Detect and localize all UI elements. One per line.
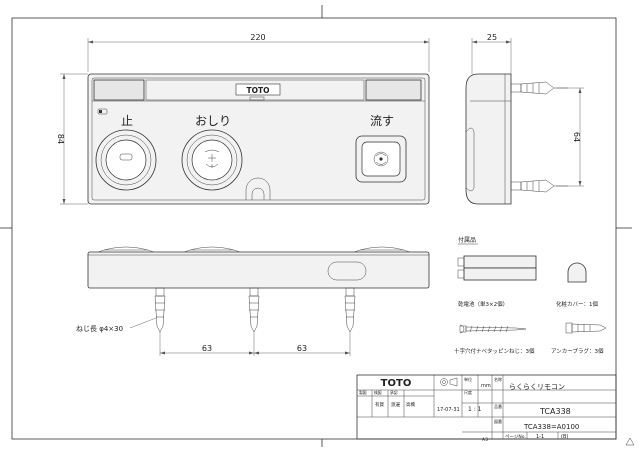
stop-label: 止 (121, 114, 133, 128)
side-view: 25 64 (465, 33, 584, 205)
bottom-notch (245, 177, 271, 200)
role-checker: 検図 (374, 390, 382, 395)
top-tab-left (93, 79, 145, 101)
flush-label: 流す (370, 114, 394, 128)
screw-spec-label: ねじ長 φ4×30 (76, 325, 123, 333)
stop-button[interactable] (95, 129, 157, 191)
accessories-title: 付属品 (458, 236, 476, 244)
checker-name: 渡邊 (391, 401, 400, 408)
part-number-label: 品番 (494, 403, 502, 409)
corner-triangle-mark (625, 437, 635, 446)
battery-accessory-label: 乾電池（単3×2個） (458, 300, 508, 308)
width-dimension: 220 (250, 33, 265, 42)
drafter-name: 有賀 (375, 401, 384, 408)
battery-icon (97, 108, 108, 115)
title-block-logo: TOTO (381, 378, 412, 389)
bottom-anchor-right (344, 287, 356, 333)
unit-value: mm (481, 383, 491, 389)
stop-icon (119, 153, 133, 161)
pitch-left-dimension: 63 (202, 344, 212, 353)
cover-cap-illustration (567, 262, 587, 283)
title-block: TOTO 単位 mm 尺度 1 : 1 17-07-31 製図 検図 承認 有賀… (356, 374, 617, 443)
cover-accessory-label: 化粧カバー：1個 (556, 300, 598, 308)
brand-logo-plate (235, 83, 281, 96)
anchor-spacing-dimension: 64 (572, 132, 581, 142)
revision-label: (B) (561, 434, 568, 440)
depth-dimension: 25 (487, 33, 497, 42)
drawing-border (11, 17, 617, 440)
front-view: 220 84 TOTO 止 おしり 流す (56, 33, 430, 205)
oshiri-icon (204, 149, 220, 168)
pitch-right-dimension: 63 (297, 344, 307, 353)
oshiri-button[interactable] (181, 129, 243, 191)
oshiri-label: おしり (195, 114, 231, 128)
page-number-label: ページNo. (505, 434, 526, 440)
name-label: 名称 (494, 376, 502, 382)
drawing-number: TCA338=A0100 (523, 423, 579, 431)
top-tab-right (365, 79, 422, 101)
bottom-anchor-left (154, 287, 166, 333)
remote-body-bottom (87, 251, 430, 289)
bottom-anchor-middle (248, 287, 260, 333)
battery-slot (327, 261, 367, 281)
height-dimension: 84 (56, 134, 65, 144)
flush-button[interactable] (355, 135, 407, 183)
scale-value: 1 : 1 (468, 406, 482, 413)
role-drafter: 製図 (359, 390, 367, 395)
side-button-bulge (465, 127, 475, 192)
role-approver: 承認 (390, 390, 398, 395)
product-name: らくらくリモコン (509, 383, 565, 391)
unit-label: 単位 (464, 376, 472, 382)
projection-symbol-icon (440, 377, 458, 387)
accessories-section: 付属品 乾電池（単3×2個） 化粧カバー：1個 十字穴付ナベタッピンねじ：3個 … (454, 236, 607, 355)
tapping-screw-accessory-label: 十字穴付ナベタッピンねじ：3個 (454, 347, 535, 355)
remote-body-front (87, 73, 430, 205)
drawing-date: 17-07-31 (437, 407, 460, 413)
part-number: TCA338 (539, 407, 571, 416)
bottom-view: ねじ長 φ4×30 63 63 (76, 246, 430, 356)
scale-label: 尺度 (464, 389, 472, 395)
remote-body-side (465, 73, 512, 205)
sheet-size: A3 (482, 437, 488, 443)
anchor-plug-accessory-label: アンカープラグ：3個 (551, 347, 604, 355)
flush-icon (373, 151, 389, 167)
tapping-screw-illustration (459, 324, 527, 334)
battery-illustration (457, 255, 537, 281)
page-number: 1-1 (536, 434, 544, 440)
anchor-plug-illustration (565, 322, 607, 334)
drawing-number-label: 図番 (494, 418, 502, 424)
brand-logo: TOTO (247, 86, 270, 95)
approver-name: 高橋 (406, 401, 415, 408)
